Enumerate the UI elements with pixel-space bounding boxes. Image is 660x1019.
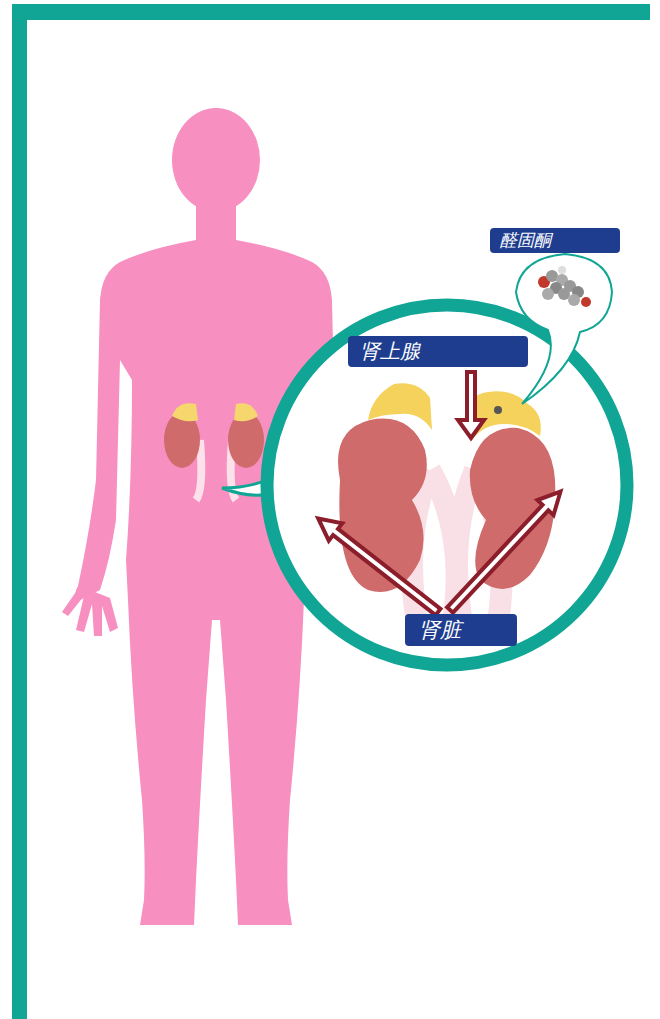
label-text: 肾上腺 [360, 338, 420, 365]
label-tag: 肾脏 [405, 614, 517, 646]
label-tag: 醛固酮 [490, 228, 620, 253]
speech-bubble [516, 254, 612, 404]
label-text: 肾脏 [419, 616, 461, 644]
pointer-arrow [311, 372, 568, 621]
left-adrenal [368, 383, 432, 430]
zoom-circle-fill [267, 305, 627, 665]
label-tag: 肾上腺 [348, 336, 528, 367]
frame-bar [12, 4, 650, 20]
zoom-circle [267, 305, 627, 665]
label-text: 醛固酮 [500, 229, 551, 252]
zoom-organs [338, 383, 555, 640]
frame-bar [12, 4, 27, 1019]
aldosterone-molecule [538, 266, 591, 307]
